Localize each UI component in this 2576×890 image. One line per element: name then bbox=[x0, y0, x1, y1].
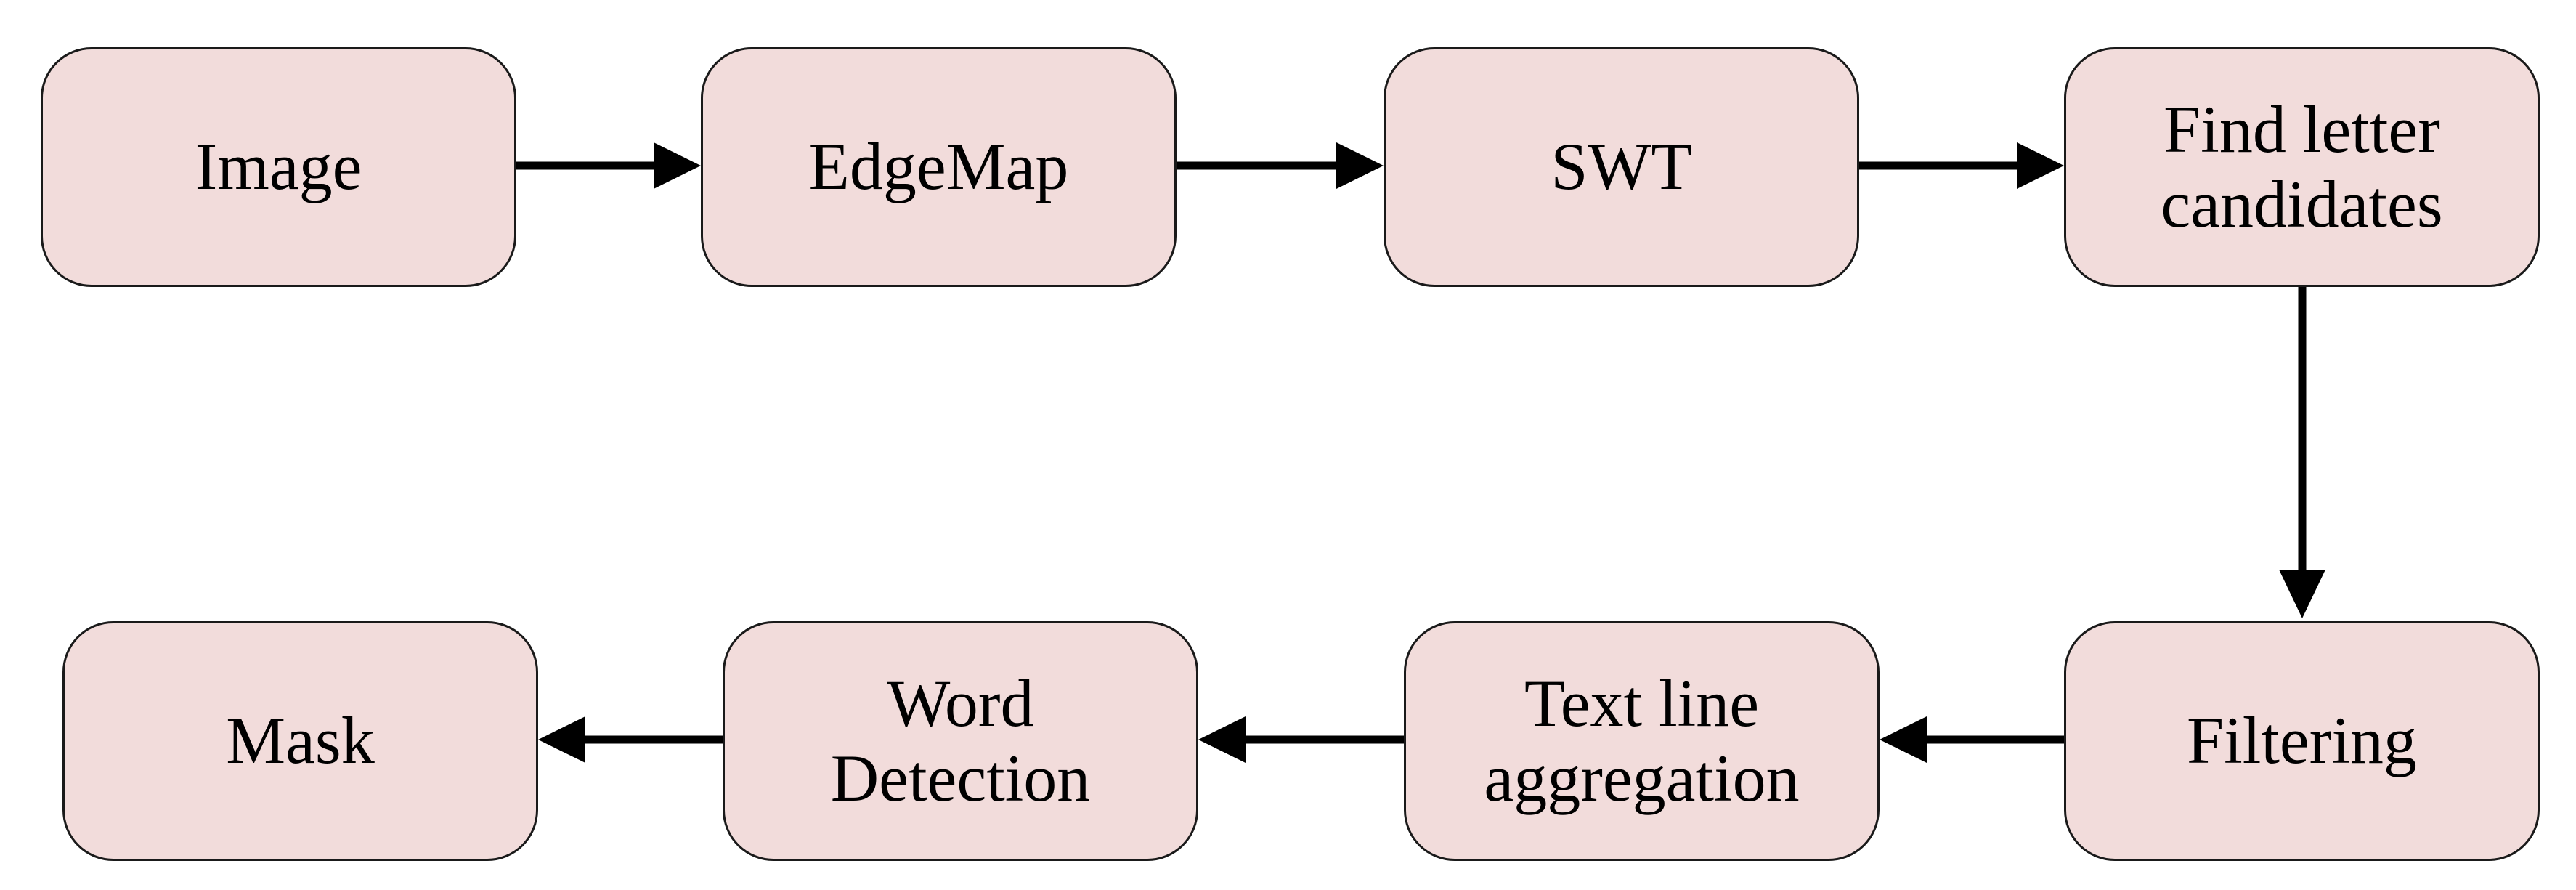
arrowhead-filtering bbox=[2279, 570, 2325, 618]
node-swt: SWT bbox=[1384, 47, 1859, 287]
node-text-line-aggregation-label-line2: aggregation bbox=[1484, 741, 1800, 815]
node-find-letter-candidates: Find letter candidates bbox=[2064, 47, 2540, 287]
arrowhead-swt bbox=[1336, 142, 1384, 189]
node-find-letter-candidates-label-line2: candidates bbox=[2161, 167, 2443, 241]
node-mask: Mask bbox=[62, 621, 538, 861]
node-text-line-aggregation: Text line aggregation bbox=[1404, 621, 1880, 861]
arrowhead-edgemap bbox=[654, 142, 701, 189]
arrowhead-find-letter bbox=[2017, 142, 2064, 189]
node-word-detection: Word Detection bbox=[723, 621, 1198, 861]
node-mask-label: Mask bbox=[226, 703, 375, 778]
node-swt-label: SWT bbox=[1551, 129, 1692, 204]
node-edgemap-label: EdgeMap bbox=[808, 129, 1069, 204]
node-image: Image bbox=[41, 47, 516, 287]
arrowhead-text-line bbox=[1880, 716, 1927, 763]
node-find-letter-candidates-label-line1: Find letter bbox=[2163, 92, 2440, 166]
arrowhead-mask bbox=[538, 716, 585, 763]
node-filtering-label: Filtering bbox=[2187, 703, 2417, 778]
node-image-label: Image bbox=[195, 129, 362, 204]
node-word-detection-label-line2: Detection bbox=[830, 741, 1091, 815]
node-edgemap: EdgeMap bbox=[701, 47, 1177, 287]
node-text-line-aggregation-label-line1: Text line bbox=[1524, 666, 1760, 740]
arrowhead-word bbox=[1198, 716, 1246, 763]
node-filtering: Filtering bbox=[2064, 621, 2540, 861]
node-word-detection-label-line1: Word bbox=[887, 666, 1034, 740]
